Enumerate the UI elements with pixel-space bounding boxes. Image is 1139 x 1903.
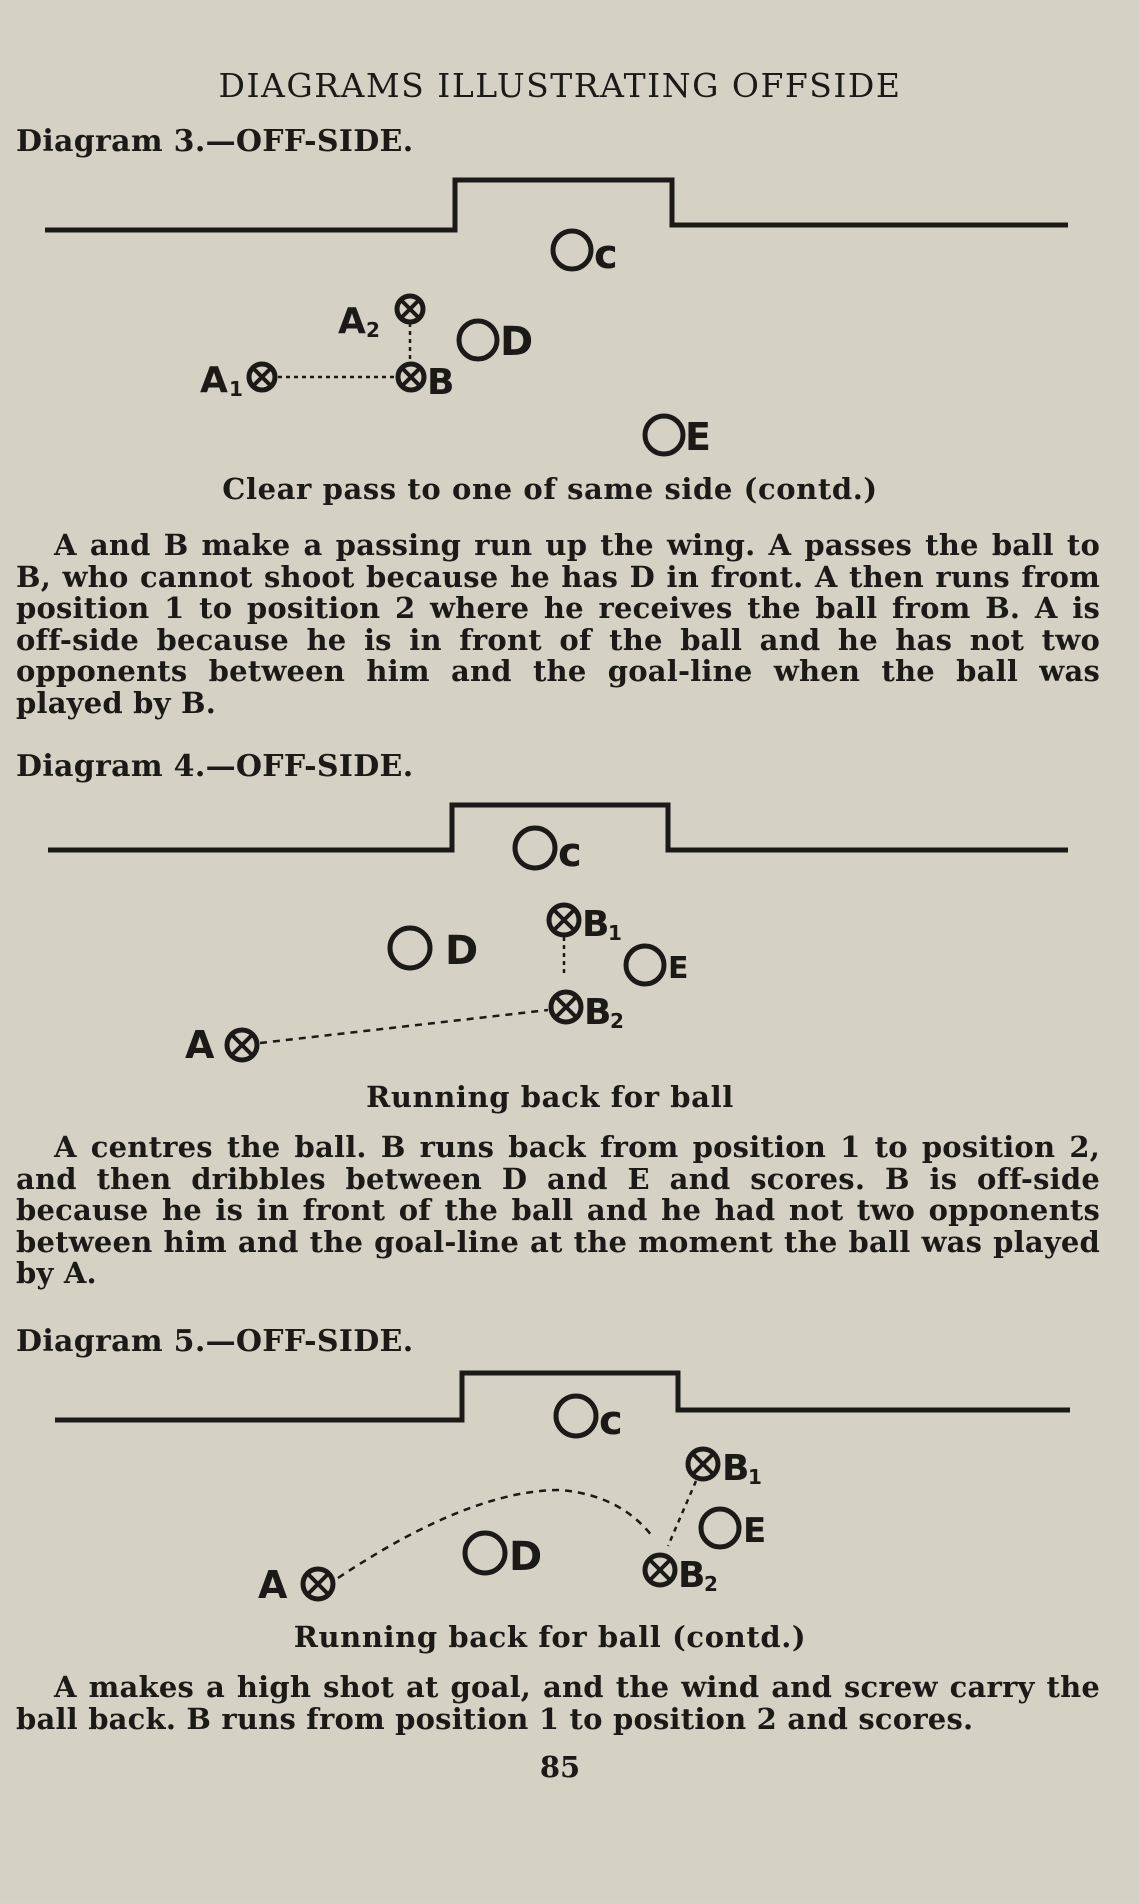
player-e-label: E xyxy=(668,951,689,986)
diagram-3-text: A and B make a passing run up the wing. … xyxy=(16,528,1100,720)
diagram-5-text: A makes a high shot at goal, and the win… xyxy=(16,1670,1100,1736)
player-d-label: D xyxy=(509,1534,542,1580)
player-a2-label: A xyxy=(338,301,366,342)
player-c-circle xyxy=(512,825,558,871)
player-e-label: E xyxy=(685,415,711,459)
diagram-4-label: Diagram 4.—OFF-SIDE. xyxy=(16,749,414,784)
diagram-4: c D B 1 E B 2 A xyxy=(48,802,1068,1067)
player-c-label: c xyxy=(558,830,582,876)
player-e-label: E xyxy=(743,1511,766,1551)
player-b2-marker xyxy=(642,1552,678,1588)
diagram-4-text: A centres the ball. B runs back from pos… xyxy=(16,1130,1100,1290)
player-b-marker xyxy=(395,361,427,393)
player-b2-label: B xyxy=(678,1555,705,1596)
player-a-marker xyxy=(224,1027,260,1063)
player-d-label: D xyxy=(500,319,533,365)
player-e-circle xyxy=(642,413,686,457)
player-b2-subscript: 2 xyxy=(610,1009,624,1033)
player-c-label: c xyxy=(594,232,618,278)
page-header: DIAGRAMS ILLUSTRATING OFFSIDE xyxy=(218,66,902,105)
player-b-label: B xyxy=(427,362,454,403)
player-a1-label: A xyxy=(200,360,228,401)
goal-line xyxy=(45,177,1068,233)
player-b2-subscript: 2 xyxy=(704,1572,718,1596)
diagram-5-label: Diagram 5.—OFF-SIDE. xyxy=(16,1324,414,1359)
pass-path xyxy=(259,1008,549,1045)
player-b1-subscript: 1 xyxy=(748,1465,762,1489)
diagram-3-caption: Clear pass to one of same side (contd.) xyxy=(222,472,878,506)
run-path xyxy=(666,1480,698,1547)
player-b2-marker xyxy=(548,989,584,1025)
diagram-3: c A 2 D A 1 B E xyxy=(45,177,1068,459)
player-a1-subscript: 1 xyxy=(229,377,243,401)
player-a-label: A xyxy=(185,1023,215,1067)
page-number: 85 xyxy=(539,1750,581,1784)
player-e-circle xyxy=(698,1506,742,1550)
player-b2-label: B xyxy=(584,992,611,1033)
player-c-label: c xyxy=(599,1398,623,1444)
player-d-circle xyxy=(462,1530,508,1576)
goal-line xyxy=(55,1370,1070,1423)
player-a-marker xyxy=(300,1566,336,1602)
player-d-circle xyxy=(456,318,500,362)
player-b1-subscript: 1 xyxy=(608,921,622,945)
player-c-circle xyxy=(550,228,594,272)
goal-line xyxy=(48,802,1068,853)
player-b1-label: B xyxy=(722,1448,749,1489)
player-d-label: D xyxy=(445,928,478,974)
player-a-label: A xyxy=(258,1563,288,1607)
player-b1-label: B xyxy=(582,904,609,945)
player-a2-marker xyxy=(394,293,426,325)
player-c-circle xyxy=(553,1393,599,1439)
diagram-3-label: Diagram 3.—OFF-SIDE. xyxy=(16,124,414,159)
diagram-4-caption: Running back for ball xyxy=(366,1080,734,1114)
ball-flight-path xyxy=(337,1488,653,1580)
diagram-5-caption: Running back for ball (contd.) xyxy=(293,1620,807,1654)
player-a2-subscript: 2 xyxy=(366,318,380,342)
diagram-5: c B 1 E D B 2 A xyxy=(55,1370,1070,1607)
player-d-circle xyxy=(387,925,433,971)
player-b1-marker xyxy=(685,1446,721,1482)
player-e-circle xyxy=(623,943,667,987)
player-b1-marker xyxy=(546,902,582,938)
player-a1-marker xyxy=(246,361,278,393)
